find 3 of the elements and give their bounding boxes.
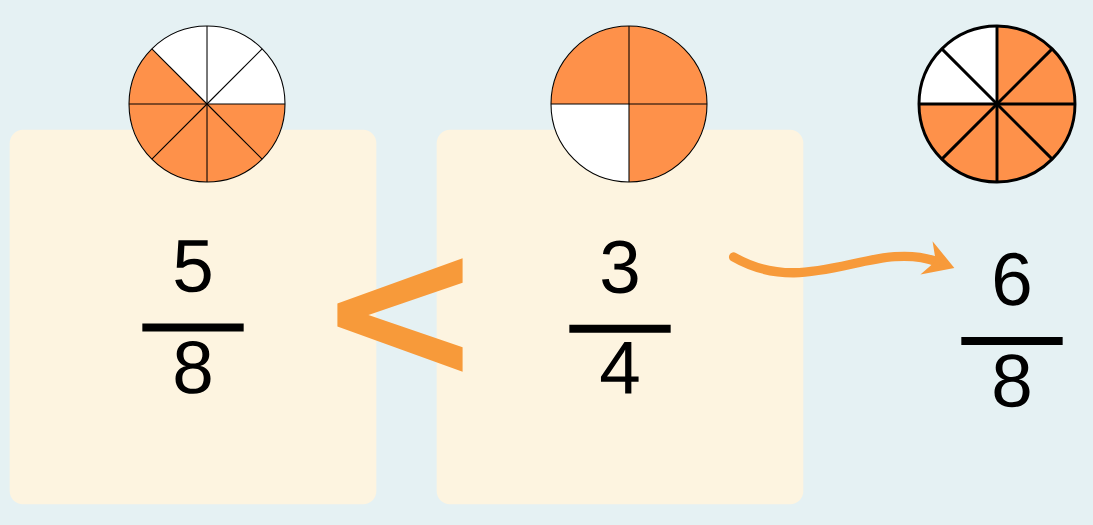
fraction: 6 8 <box>961 252 1063 408</box>
node-label: 8 <box>994 354 1030 408</box>
node-label: 6 <box>995 252 1030 306</box>
